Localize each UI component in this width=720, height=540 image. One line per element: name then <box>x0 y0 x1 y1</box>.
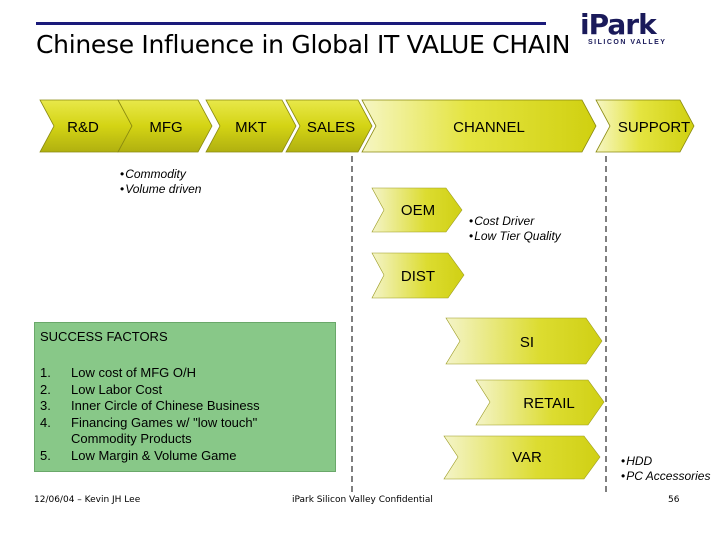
ipark-logo-subtitle: SILICON VALLEY <box>588 39 667 46</box>
stage-label-rd: R&D <box>67 119 99 136</box>
list-item: 5. Low Margin & Volume Game <box>35 448 260 465</box>
channel-label-dist: DIST <box>400 268 436 285</box>
list-item: 1. Low cost of MFG O/H <box>35 365 260 382</box>
oem-note-item: Low Tier Quality <box>469 229 561 244</box>
var-notes: HDD PC Accessories <box>621 454 710 484</box>
stage-label-support: SUPPORT <box>617 119 691 136</box>
list-item: 3. Inner Circle of Chinese Business <box>35 398 260 415</box>
list-item-number: 5. <box>40 447 51 463</box>
oem-note-item: Cost Driver <box>469 214 561 229</box>
oem-arrow <box>371 187 463 233</box>
footer-page-number: 56 <box>668 495 680 505</box>
list-item: 2. Low Labor Cost <box>35 382 260 399</box>
stage-label-channel: CHANNEL <box>453 119 525 136</box>
list-item-text: Financing Games w/ "low touch" <box>71 414 258 430</box>
success-factors-box: SUCCESS FACTORS 1. Low cost of MFG O/H 2.… <box>34 322 336 472</box>
list-item-text: Inner Circle of Chinese Business <box>71 398 260 413</box>
stage-label-sales: SALES <box>306 119 356 136</box>
var-note-item: HDD <box>621 454 710 469</box>
list-item-number: 1. <box>40 365 51 380</box>
mfg-notes: Commodity Volume driven <box>120 167 201 197</box>
stage-label-mfg: MFG <box>149 119 183 136</box>
list-item-text: Low Margin & Volume Game <box>71 447 237 463</box>
mfg-note-item: Volume driven <box>120 182 201 197</box>
stage-channel-arrow <box>361 99 597 153</box>
list-item-text: Low Labor Cost <box>71 381 163 397</box>
channel-label-si: SI <box>519 334 535 351</box>
list-item-number: 4. <box>40 414 51 430</box>
retail-arrow <box>475 379 605 426</box>
title-rule <box>36 22 546 25</box>
success-factors-title: SUCCESS FACTORS <box>40 329 168 344</box>
stage-mfg-arrow <box>117 99 213 153</box>
channel-label-var: VAR <box>512 449 542 466</box>
dist-arrow <box>371 252 465 299</box>
footer-date-author: 12/06/04 – Kevin JH Lee <box>34 495 141 505</box>
footer-confidential: iPark Silicon Valley Confidential <box>292 495 433 505</box>
list-item-text: Low cost of MFG O/H <box>71 365 196 380</box>
si-arrow <box>445 317 603 365</box>
var-note-item: PC Accessories <box>621 469 710 484</box>
var-arrow <box>443 435 601 480</box>
mfg-note-item: Commodity <box>120 167 201 182</box>
stage-sales-arrow <box>285 99 373 153</box>
ipark-logo: iPark <box>580 8 657 41</box>
stage-mkt-arrow <box>205 99 297 153</box>
stage-label-mkt: MKT <box>235 119 267 136</box>
oem-notes: Cost Driver Low Tier Quality <box>469 214 561 244</box>
list-item-text-continued: Commodity Products <box>71 431 192 446</box>
channel-label-oem: OEM <box>400 202 436 219</box>
success-factors-list: 1. Low cost of MFG O/H 2. Low Labor Cost 3… <box>35 365 260 464</box>
slide-title: Chinese Influence in Global IT VALUE CHA… <box>36 30 571 59</box>
list-item-number: 3. <box>40 398 51 413</box>
channel-label-retail: RETAIL <box>523 395 575 412</box>
list-item-number: 2. <box>40 381 51 397</box>
stage-support-arrow <box>595 99 695 153</box>
list-item: 4. Financing Games w/ "low touch"Commodit… <box>35 415 260 448</box>
